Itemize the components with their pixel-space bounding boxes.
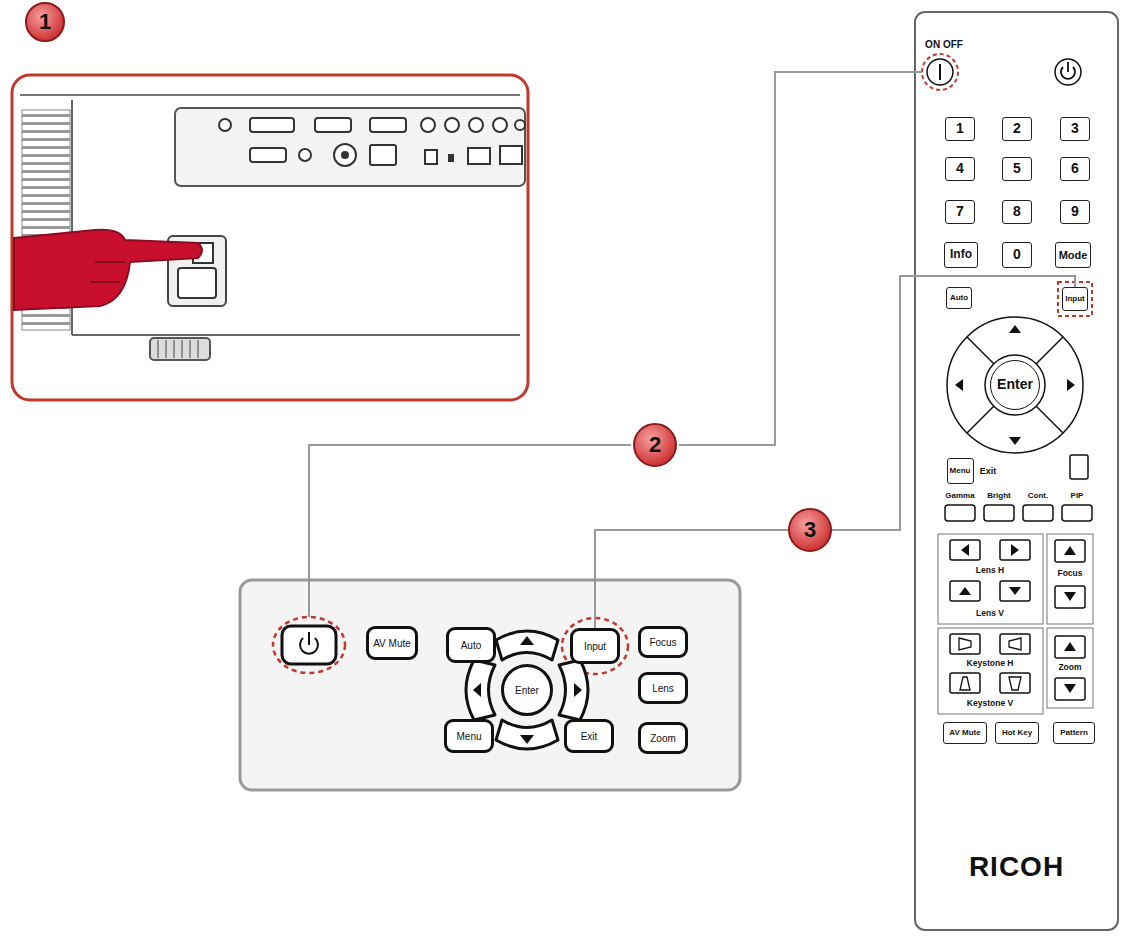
leader-line: [595, 530, 788, 628]
keypad-button: Zoom: [638, 722, 688, 754]
leader-line: [832, 276, 1075, 530]
remote-button: 9: [1060, 200, 1090, 224]
button-caption: Cont.: [1028, 492, 1048, 501]
callout-circle: 2: [633, 423, 677, 467]
button-label: 8: [1013, 204, 1021, 219]
power-caption: ON OFF: [925, 39, 963, 50]
button-label: 1: [956, 121, 964, 136]
button-label: Lens: [652, 683, 674, 694]
remote-body: RICOH 1 2 3 4 5 6 7 8 9Info 0 ModeAuto InputEnterMen…: [915, 12, 1118, 930]
button-caption: Keystone H: [967, 659, 1014, 668]
button-caption: Gamma: [945, 492, 974, 501]
button-caption: PIP: [1071, 492, 1084, 501]
leader-line: [309, 72, 922, 617]
remote-button: Auto: [946, 287, 972, 309]
keypad-enter-button: Enter: [501, 664, 553, 716]
button-caption: Exit: [980, 467, 997, 477]
remote-button: Menu: [947, 458, 974, 484]
button-caption: Lens V: [976, 609, 1004, 618]
button-label: Input: [584, 641, 606, 652]
button-label: Hot Key: [1002, 729, 1032, 738]
button-label: 9: [1071, 204, 1079, 219]
callout-number: 2: [649, 433, 661, 457]
remote-button: Pattern: [1053, 722, 1095, 744]
remote-button: 0: [1002, 242, 1032, 268]
remote-button: 6: [1060, 157, 1090, 181]
keypad-button: Exit: [564, 719, 614, 753]
button-label: 0: [1013, 247, 1021, 262]
callout-number: 3: [804, 518, 816, 542]
button-caption: Lens H: [976, 566, 1004, 575]
remote-button: 8: [1002, 200, 1032, 224]
button-label: AV Mute: [373, 638, 411, 649]
button-label: Focus: [649, 637, 676, 648]
projector-illustration: [12, 75, 528, 400]
button-label: AV Mute: [949, 729, 980, 738]
button-label: Enter: [997, 377, 1033, 392]
callout-circle: 1: [25, 2, 65, 42]
keypad-button: Menu: [444, 719, 494, 753]
keypad-panel: [240, 580, 740, 790]
callout-number: 1: [39, 10, 51, 34]
button-label: Auto: [461, 640, 482, 651]
button-label: Menu: [456, 731, 481, 742]
button-label: Mode: [1059, 249, 1088, 261]
remote-button: Mode: [1055, 242, 1091, 268]
remote-control: [915, 12, 1118, 930]
button-label: Info: [950, 248, 972, 261]
button-label: Menu: [950, 467, 971, 476]
button-label: 3: [1071, 121, 1079, 136]
button-label: 5: [1013, 161, 1021, 176]
button-label: Auto: [950, 294, 968, 303]
remote-button: 7: [945, 200, 975, 224]
callout-circle: 3: [788, 508, 832, 552]
button-label: 7: [956, 204, 964, 219]
remote-button: Hot Key: [995, 722, 1039, 744]
remote-button: 5: [1002, 157, 1032, 181]
button-label: Zoom: [650, 733, 676, 744]
keypad-button: Lens: [638, 672, 688, 704]
button-label: 6: [1071, 161, 1079, 176]
brand-name: RICOH: [915, 852, 1118, 883]
keypad-button: Auto: [446, 627, 496, 663]
keypad-button: Focus: [638, 626, 688, 658]
button-label: Exit: [581, 731, 598, 742]
button-caption: Zoom: [1058, 663, 1081, 672]
keypad-button: AV Mute: [366, 626, 418, 660]
button-label: Enter: [515, 685, 539, 696]
remote-button: 4: [945, 157, 975, 181]
button-label: Pattern: [1060, 729, 1088, 738]
remote-button: AV Mute: [943, 722, 987, 744]
button-caption: Bright: [987, 492, 1011, 501]
remote-button: 3: [1060, 117, 1090, 141]
remote-button: 1: [945, 117, 975, 141]
button-caption: Focus: [1057, 569, 1082, 578]
remote-button: Input: [1062, 287, 1088, 311]
remote-enter-button: Enter: [990, 360, 1040, 410]
button-label: Input: [1065, 295, 1085, 304]
keypad-button: Input: [570, 628, 620, 664]
button-caption: Keystone V: [967, 699, 1013, 708]
remote-button: 2: [1002, 117, 1032, 141]
remote-button: Info: [944, 242, 978, 268]
button-label: 2: [1013, 121, 1021, 136]
button-label: 4: [956, 161, 964, 176]
